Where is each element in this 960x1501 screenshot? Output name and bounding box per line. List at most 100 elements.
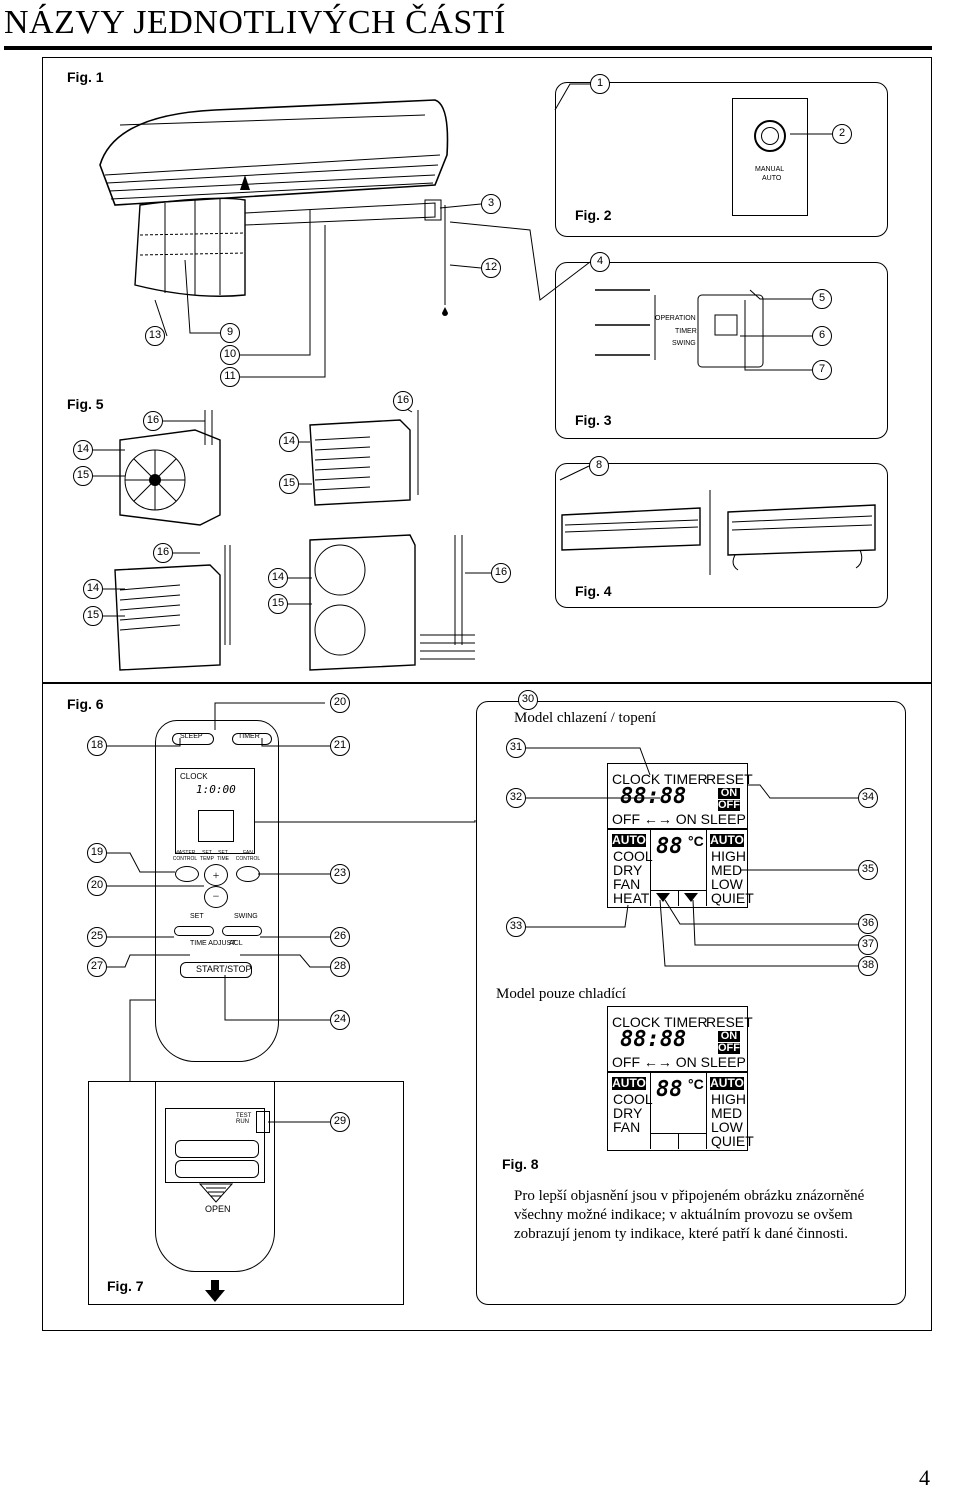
page-number: 4 <box>919 1465 930 1490</box>
callout-38: 38 <box>858 956 878 976</box>
callout-16-b: 16 <box>393 391 413 411</box>
temp-down-button[interactable]: − <box>204 886 228 908</box>
lcd2-temp: 88 <box>656 1077 683 1102</box>
fig6-label: Fig. 6 <box>67 696 104 712</box>
manual-auto-button-inner <box>761 127 779 145</box>
remote-control-body <box>155 720 279 1062</box>
callout-14-c: 14 <box>83 579 103 599</box>
lcd2-sep-right <box>706 1073 708 1149</box>
lcd2-reset: RESET <box>706 1014 753 1030</box>
manual-auto-panel <box>732 98 808 216</box>
acl-indicator-icon <box>684 893 698 902</box>
callout-8: 8 <box>589 456 609 476</box>
lcd2-cool: COOL <box>613 1091 653 1107</box>
lcd-cool-only <box>607 1006 748 1151</box>
lcd1-fan: FAN <box>613 876 641 892</box>
lcd1-clock: CLOCK <box>612 771 661 787</box>
lcd2-top-rule <box>607 1071 748 1073</box>
fan-control-label: FAN CONTROL <box>235 850 261 862</box>
callout-15-c: 15 <box>83 606 103 626</box>
timer-button[interactable] <box>232 733 272 745</box>
battery-1 <box>175 1140 259 1158</box>
swing-button[interactable] <box>222 926 262 936</box>
set-label: SET <box>190 913 204 920</box>
callout-16-a: 16 <box>143 411 163 431</box>
lcd1-sep-right <box>706 830 708 906</box>
callout-36: 36 <box>858 914 878 934</box>
remote-timer-label: TIMER <box>238 733 260 740</box>
fig2-label: Fig. 2 <box>575 207 612 223</box>
indoor-unit-drawing <box>99 99 449 316</box>
callout-6: 6 <box>812 326 832 346</box>
set-button[interactable] <box>174 926 214 936</box>
top-leader-lines <box>93 83 832 617</box>
lcd1-auto-right: AUTO <box>710 833 744 847</box>
lcd1-high: HIGH <box>711 848 746 864</box>
lcd1-quiet: QUIET <box>711 890 754 906</box>
lcd2-fan: FAN <box>613 1119 641 1135</box>
callout-14-b: 14 <box>279 432 299 452</box>
lcd2-sep-left <box>650 1073 652 1149</box>
callout-33: 33 <box>506 917 526 937</box>
open-slider[interactable] <box>196 1182 236 1212</box>
lcd1-top-rule <box>607 828 748 830</box>
manual-label: MANUAL <box>755 166 785 173</box>
callout-22: 21 <box>330 736 350 756</box>
fig2-box <box>555 82 888 237</box>
swing-label: SWING <box>672 340 696 347</box>
page-title: NÁZVY JEDNOTLIVÝCH ČÁSTÍ <box>4 4 506 41</box>
remote-display <box>175 768 255 854</box>
lcd2-on: ON <box>718 1031 740 1042</box>
callout-1: 1 <box>590 74 610 94</box>
lcd2-deg-c: °C <box>688 1076 704 1092</box>
callout-9: 9 <box>220 323 240 343</box>
callout-35: 35 <box>858 860 878 880</box>
lcd1-temp: 88 <box>656 834 683 859</box>
lcd1-bottom-mid <box>678 890 680 906</box>
lcd2-dry: DRY <box>613 1105 643 1121</box>
callout-4: 4 <box>590 252 610 272</box>
fig3-label: Fig. 3 <box>575 412 612 428</box>
lcd1-reset: RESET <box>706 771 753 787</box>
lcd1-heat: HEAT <box>613 890 650 906</box>
lcd1-timer: TIMER <box>664 771 708 787</box>
open-arrow-icon <box>198 1183 234 1203</box>
lcd2-time: 88:88 <box>620 1027 687 1052</box>
lcd1-cool: COOL <box>613 848 653 864</box>
battery-2 <box>175 1160 259 1178</box>
fig7-box <box>88 1081 404 1305</box>
remote-clock-label: CLOCK <box>180 772 208 781</box>
lcd1-dry: DRY <box>613 862 643 878</box>
manual-auto-button[interactable] <box>754 120 786 152</box>
callout-25: 25 <box>87 927 107 947</box>
start-stop-label: START/STOP <box>196 964 252 974</box>
master-control-label: MASTER CONTROL <box>172 850 198 862</box>
temp-up-button[interactable]: + <box>204 864 228 886</box>
outdoor-units-drawing <box>114 410 475 671</box>
lcd2-clock: CLOCK <box>612 1014 661 1030</box>
lcd2-off-on-sleep: OFF ←→ ON SLEEP <box>612 1054 746 1070</box>
battery-compartment <box>165 1108 265 1183</box>
lcd1-time: 88:88 <box>620 784 687 809</box>
master-control-button[interactable] <box>175 866 199 882</box>
lcd2-med: MED <box>711 1105 743 1121</box>
callout-28: 28 <box>330 957 350 977</box>
start-stop-button[interactable] <box>180 962 252 978</box>
fig4-label: Fig. 4 <box>575 583 612 599</box>
lcd-heat-cool <box>607 763 748 908</box>
callout-20: 20 <box>87 876 107 896</box>
callout-26: 26 <box>330 927 350 947</box>
callout-37: 37 <box>858 935 878 955</box>
callout-24: 24 <box>330 1010 350 1030</box>
sleep-button[interactable] <box>172 733 214 745</box>
fig5-label: Fig. 5 <box>67 396 104 412</box>
swing-indicator-icon <box>656 893 670 902</box>
divider <box>42 682 932 684</box>
fig1-label: Fig. 1 <box>67 69 104 85</box>
callout-15-a: 15 <box>73 466 93 486</box>
callout-27: 27 <box>87 957 107 977</box>
callout-32: 32 <box>506 788 526 808</box>
callout-34: 34 <box>858 788 878 808</box>
figures-frame <box>42 57 932 1331</box>
bottom-leader-lines <box>107 702 858 1123</box>
